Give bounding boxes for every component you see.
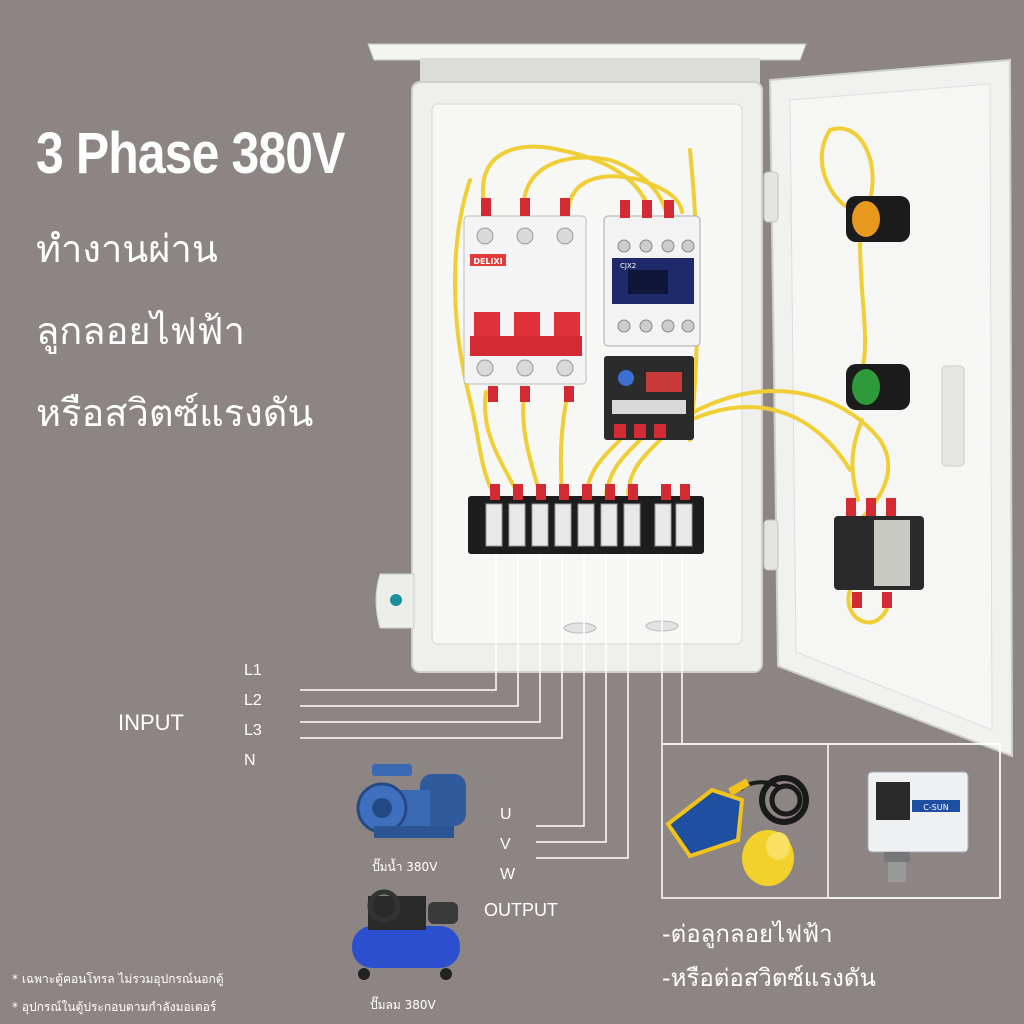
terminal-l2: L2 (244, 692, 262, 709)
note-1: * เฉพาะตู้คอนโทรล ไม่รวมอุปกรณ์นอกตู้ (12, 972, 224, 986)
page-title: 3 Phase 380V (36, 121, 345, 186)
subtitle-line-3: หรือสวิตซ์แรงดัน (36, 391, 314, 435)
breaker-brand-label: DELIXI (473, 257, 502, 266)
note-2: * อุปกรณ์ในตู้ประกอบตามกำลังมอเตอร์ (12, 1000, 217, 1014)
pump-caption: ปั๊มน้ำ 380V (372, 860, 438, 874)
hinge-bottom (763, 519, 779, 571)
terminal-v: V (500, 836, 511, 853)
contactor-model-label: CJX2 (620, 262, 636, 270)
mounting-hole (390, 594, 402, 606)
cabinet-roof (367, 43, 807, 61)
float-switch-text: -ต่อลูกลอยไฟฟ้า (662, 920, 833, 948)
wire-lugs (481, 198, 674, 402)
output-label: OUTPUT (484, 900, 558, 920)
terminal-n: N (244, 752, 256, 769)
terminal-l3: L3 (244, 722, 262, 739)
hinge-top (763, 171, 779, 223)
air-compressor-image (352, 889, 460, 980)
terminal-u: U (500, 806, 512, 823)
circuit-breaker: DELIXI (463, 215, 587, 385)
water-pump-image (356, 764, 466, 838)
pressure-brand-label: C-SUN (923, 803, 948, 812)
door-buttons (834, 196, 924, 608)
terminal-l1: L1 (244, 662, 262, 679)
input-label: INPUT (118, 710, 184, 735)
cabinet-roof-shadow (420, 58, 760, 84)
float-switch-image (665, 775, 809, 886)
accessory-panel (661, 743, 1001, 899)
subtitle-line-1: ทำงานผ่าน (36, 227, 218, 271)
pressure-switch-image: C-SUN (867, 771, 969, 882)
pressure-switch-text: -หรือต่อสวิตซ์แรงดัน (662, 964, 876, 992)
door-latch (941, 365, 965, 467)
compressor-caption: ปั๊มลม 380V (370, 998, 436, 1012)
terminal-w: W (500, 866, 516, 883)
cable-gland-left (563, 622, 597, 634)
terminal-block (468, 484, 704, 554)
connection-lines (300, 554, 1001, 899)
contactor: CJX2 (603, 215, 701, 440)
subtitle-line-2: ลูกลอยไฟฟ้า (36, 309, 245, 353)
